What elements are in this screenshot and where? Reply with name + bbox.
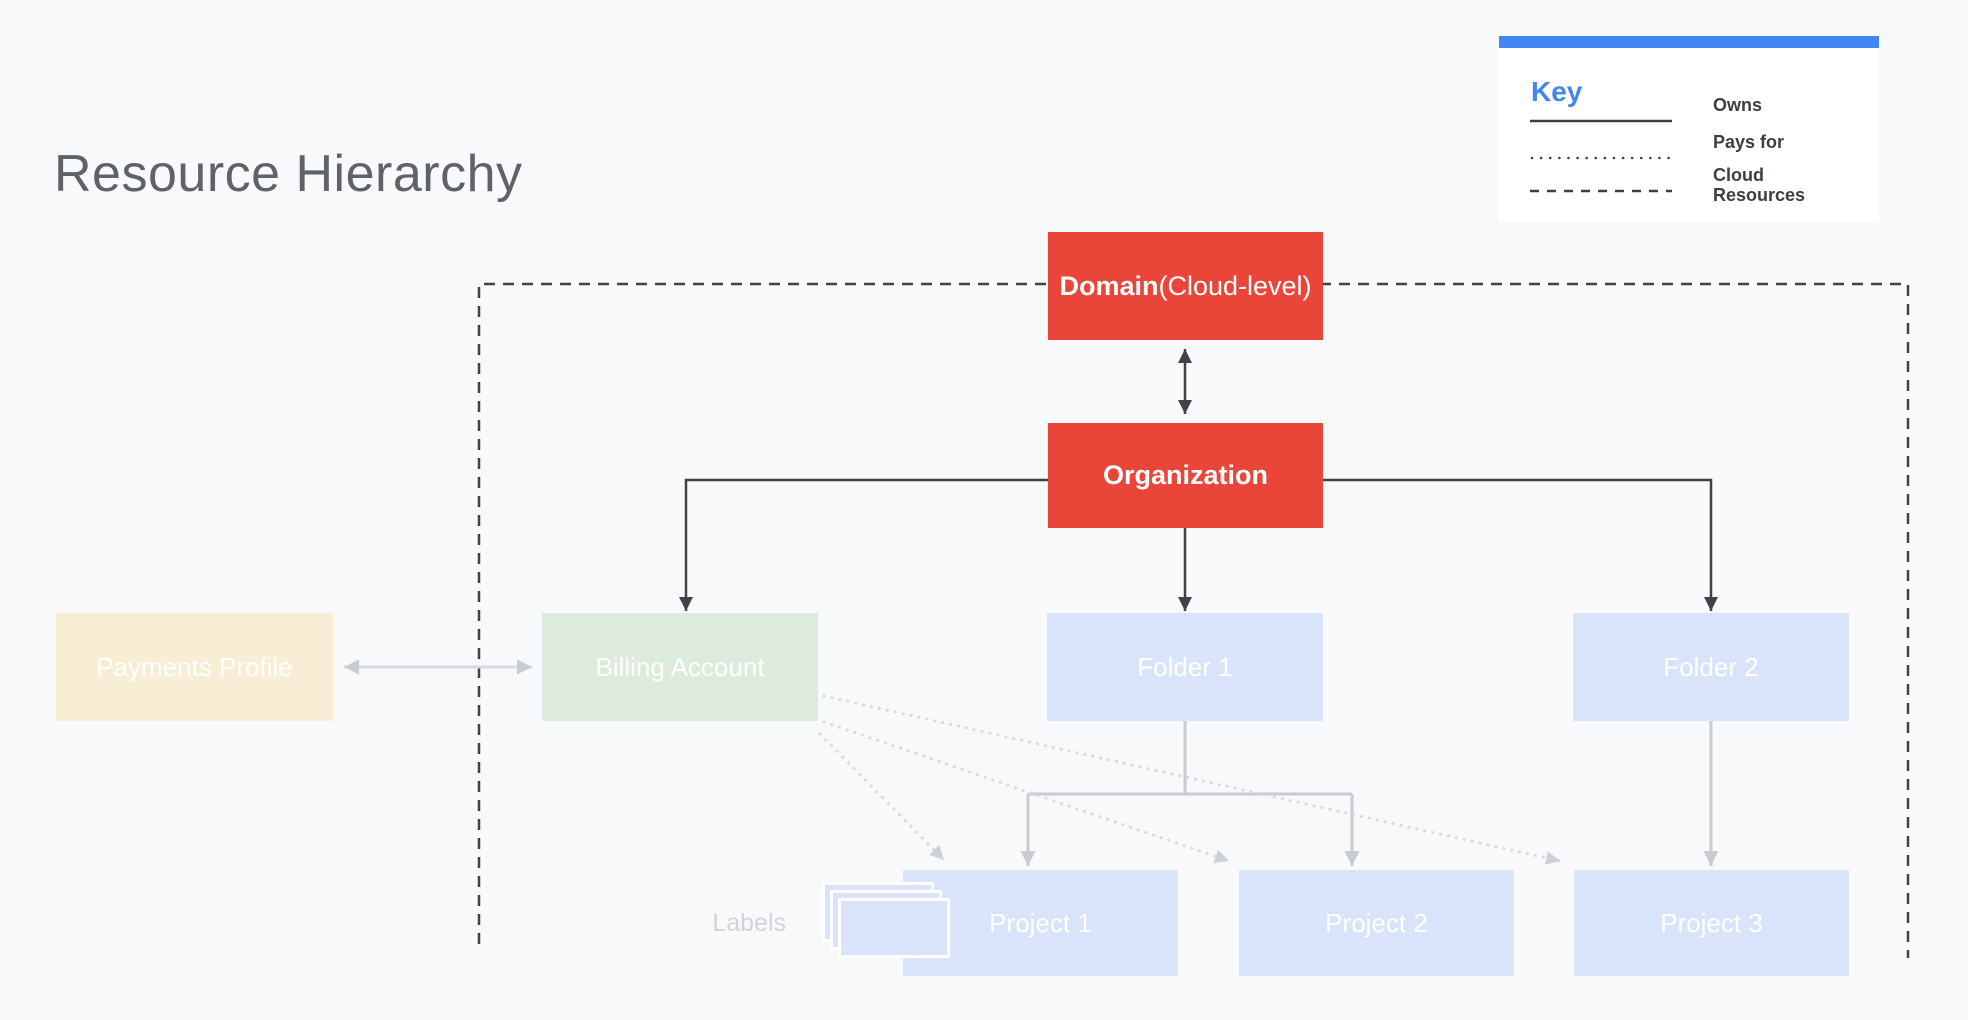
node-project2: Project 2 xyxy=(1239,870,1514,976)
node-project3: Project 3 xyxy=(1574,870,1849,976)
node-payments-profile: Payments Profile xyxy=(56,613,333,721)
legend-solid-line-sample xyxy=(1530,119,1672,123)
legend-accent-bar xyxy=(1499,36,1879,48)
legend-title: Key xyxy=(1531,76,1583,107)
pays-for-arrow-billing-project2 xyxy=(822,720,1231,864)
node-domain-label-rest: (Cloud-level) xyxy=(1158,270,1312,301)
legend-box: Key Owns Pays for Cloud Resources xyxy=(1499,36,1879,222)
node-organization: Organization xyxy=(1048,423,1323,528)
label-card-front xyxy=(838,898,950,958)
legend-dashed-line-sample xyxy=(1530,189,1672,193)
legend-dotted-line-sample xyxy=(1530,156,1672,160)
node-folder2: Folder 2 xyxy=(1573,613,1849,721)
legend-label-cloud-resources: Cloud Resources xyxy=(1713,165,1806,205)
page-title: Resource Hierarchy xyxy=(54,145,523,203)
owns-arrow-organization-folder2 xyxy=(1323,478,1718,611)
owns-connector-folder1-branch xyxy=(1028,721,1352,796)
node-folder1: Folder 1 xyxy=(1047,613,1323,721)
node-domain: Domain (Cloud-level) xyxy=(1048,232,1323,340)
pays-for-arrow-billing-project1 xyxy=(818,732,946,862)
node-domain-label-bold: Domain xyxy=(1059,270,1159,301)
legend-label-owns: Owns xyxy=(1713,95,1763,115)
owns-arrow-organization-billing xyxy=(679,478,1048,611)
legend-label-pays-for: Pays for xyxy=(1713,132,1785,152)
labels-annotation-text: Labels xyxy=(712,909,786,937)
node-billing-account: Billing Account xyxy=(542,613,818,721)
